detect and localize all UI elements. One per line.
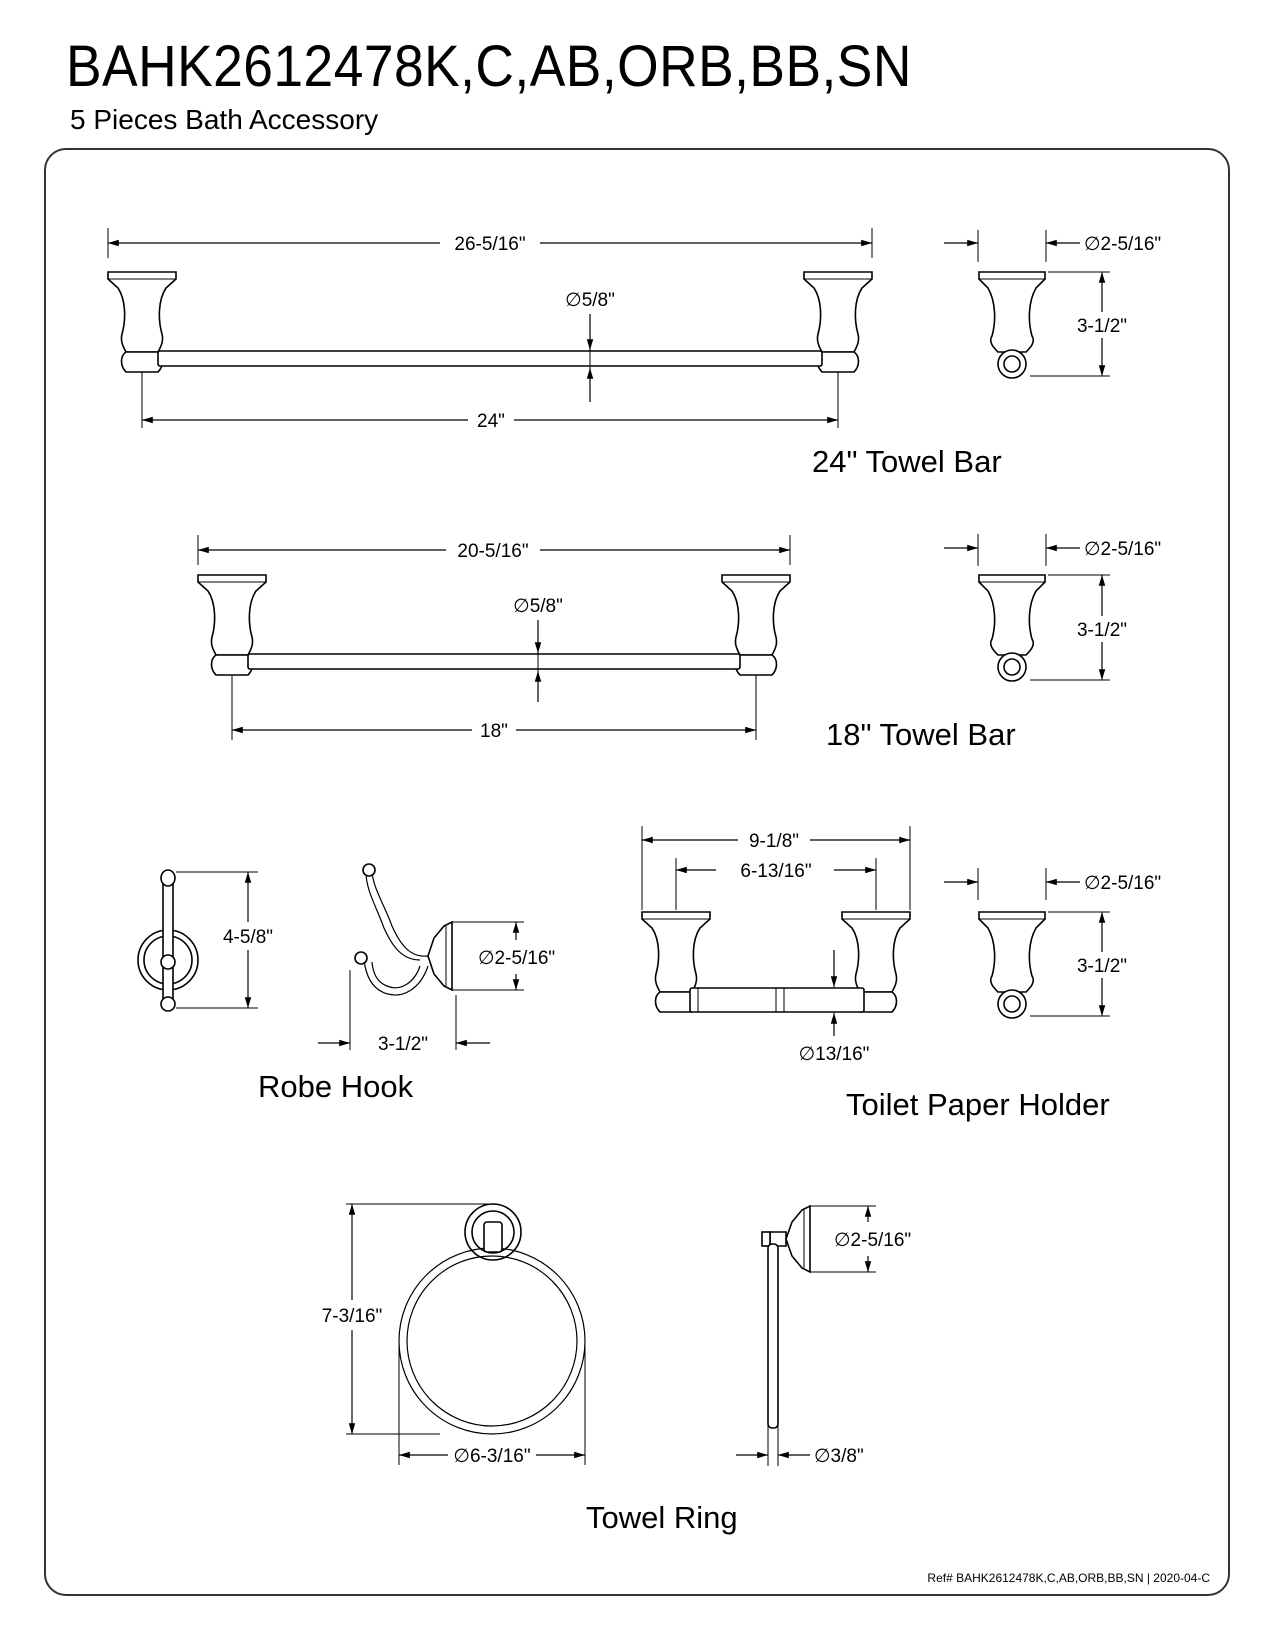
towel-bar-24-side-view: ∅2-5/16" 3-1/2" xyxy=(944,230,1161,379)
towel-bar-18-length-dim: 18" xyxy=(480,721,508,742)
towel-ring-height-dim: 7-3/16" xyxy=(322,1306,383,1327)
towel-ring-caption: Towel Ring xyxy=(586,1500,738,1535)
towel-bar-18-flange-diameter-dim: ∅2-5/16" xyxy=(1084,539,1161,560)
towel-bar-18-overall-dim: 20-5/16" xyxy=(457,541,528,562)
towel-bar-24-caption: 24" Towel Bar xyxy=(812,444,1002,479)
toilet-paper-holder-caption: Toilet Paper Holder xyxy=(846,1087,1110,1122)
towel-ring-diameter-dim: ∅6-3/16" xyxy=(453,1446,530,1467)
reference-footer: Ref# BAHK2612478K,C,AB,ORB,BB,SN | 2020-… xyxy=(927,1571,1210,1585)
robe-hook-projection-dim: 3-1/2" xyxy=(378,1034,428,1055)
drawing-frame xyxy=(44,148,1230,1596)
toilet-paper-holder-side-view: ∅2-5/16" 3-1/2" xyxy=(944,868,1161,1019)
robe-hook-flange-diameter-dim: ∅2-5/16" xyxy=(478,948,555,969)
towel-bar-18-front-view: 20-5/16" ∅5/8" 18" xyxy=(197,535,791,742)
tph-inner-dim: 6-13/16" xyxy=(740,861,811,882)
towel-ring-side-view: ∅2-5/16" ∅3/8" xyxy=(736,1204,911,1467)
robe-hook-front-view: 4-5/8" xyxy=(137,869,273,1012)
robe-hook-height-dim: 4-5/8" xyxy=(223,927,273,948)
towel-bar-24-length-dim: 24" xyxy=(477,411,505,432)
towel-bar-18-side-view: ∅2-5/16" 3-1/2" xyxy=(944,534,1161,682)
tph-projection-dim: 3-1/2" xyxy=(1077,956,1127,977)
tph-overall-dim: 9-1/8" xyxy=(749,831,799,852)
robe-hook-caption: Robe Hook xyxy=(258,1069,414,1104)
towel-bar-18-caption: 18" Towel Bar xyxy=(826,717,1016,752)
towel-bar-18-bar-diameter-dim: ∅5/8" xyxy=(513,596,563,617)
towel-bar-18-projection-dim: 3-1/2" xyxy=(1077,620,1127,641)
model-title: BAHK2612478K,C,AB,ORB,BB,SN xyxy=(66,34,912,99)
towel-bar-24-front-view: 26-5/16" ∅5/8" 24" xyxy=(107,228,873,432)
towel-bar-24-projection-dim: 3-1/2" xyxy=(1077,316,1127,337)
toilet-paper-holder-front-view: 9-1/8" 6-13/16" ∅13/16" xyxy=(641,826,911,1065)
towel-ring-front-view: 7-3/16" ∅6-3/16" xyxy=(322,1203,586,1467)
product-subtitle: 5 Pieces Bath Accessory xyxy=(70,104,379,135)
tph-flange-diameter-dim: ∅2-5/16" xyxy=(1084,873,1161,894)
towel-bar-24-bar-diameter-dim: ∅5/8" xyxy=(565,290,615,311)
towel-bar-24-flange-diameter-dim: ∅2-5/16" xyxy=(1084,234,1161,255)
tph-roller-diameter-dim: ∅13/16" xyxy=(799,1044,870,1065)
robe-hook-side-view: ∅2-5/16" 3-1/2" xyxy=(318,863,555,1055)
towel-bar-24-overall-dim: 26-5/16" xyxy=(454,234,525,255)
towel-ring-rod-diameter-dim: ∅3/8" xyxy=(814,1446,864,1467)
towel-ring-flange-diameter-dim: ∅2-5/16" xyxy=(834,1230,911,1251)
